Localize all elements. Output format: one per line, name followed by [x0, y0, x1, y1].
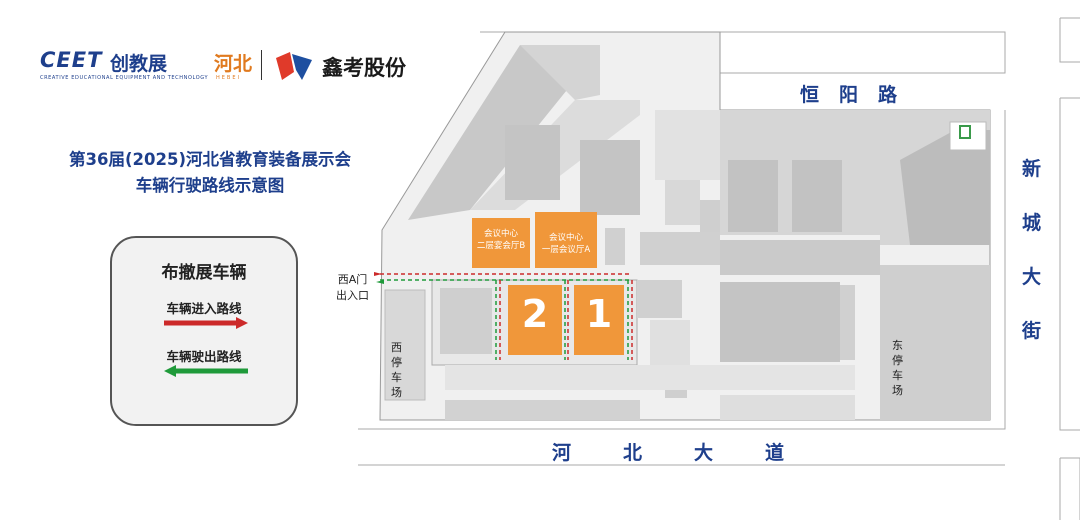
- meeting-b-label: 会议中心 二层宴会厅B: [472, 228, 530, 252]
- meeting-center-a: [535, 212, 597, 268]
- meeting-b-line1: 会议中心: [483, 229, 518, 239]
- building-south-low: [445, 400, 640, 420]
- xinkao-name: 鑫考股份: [322, 56, 406, 80]
- east-parking-label: 东停车场: [892, 339, 903, 397]
- building-nw-top: [520, 45, 600, 100]
- meeting-a-label: 会议中心 一层会议厅A: [535, 232, 597, 256]
- west-parking-label: 西停车场: [391, 341, 402, 399]
- building-small: [605, 228, 625, 265]
- exit-arrow-icon: [164, 365, 248, 377]
- legend-panel: 布撤展车辆 车辆进入路线 车辆驶出路线: [110, 236, 298, 426]
- page-title: 第36届(2025)河北省教育装备展示会: [69, 150, 351, 169]
- brand-divider: [261, 50, 262, 80]
- hebei-subtitle: HEBEI: [216, 75, 241, 81]
- road-xincheng: 新城大街: [1022, 158, 1042, 342]
- gate-arrows-icon: [374, 272, 384, 284]
- building-se-block: [720, 282, 840, 362]
- building-ne-block1: [728, 160, 778, 232]
- street-edge-top: [480, 31, 1006, 74]
- building-ne-block3: [900, 130, 990, 245]
- road-hengyang: 恒阳路: [800, 84, 918, 106]
- hall-1-label: 1: [585, 292, 613, 336]
- east-parking-area: [880, 265, 990, 420]
- meeting-b-line2: 二层宴会厅B: [476, 241, 526, 251]
- brand-bar: CEET 创教展 CREATIVE EDUCATIONAL EQUIPMENT …: [40, 46, 440, 90]
- building-hall-side1: [637, 280, 682, 318]
- meeting-center-b: [472, 218, 530, 268]
- building-se-edge: [840, 285, 855, 360]
- hall-2-label: 2: [521, 292, 549, 336]
- exit-route-vertical: [495, 280, 629, 360]
- west-gate-label: 西A门 出入口: [336, 272, 369, 304]
- building-mid-right: [720, 240, 880, 275]
- building-mid: [640, 232, 720, 265]
- hall-1-block: [574, 285, 624, 355]
- entry-route-vertical: [499, 280, 633, 360]
- street-edge-bottom: [358, 110, 1006, 466]
- hall-2-block: [508, 285, 562, 355]
- legend-exit-label: 车辆驶出路线: [166, 349, 242, 364]
- building-nw-strip: [408, 45, 575, 220]
- road-hebei-avenue: 河北大道: [552, 442, 837, 464]
- building-ne-block2: [792, 160, 842, 232]
- legend-title: 布撤展车辆: [161, 263, 247, 283]
- building-south-low2: [720, 395, 855, 420]
- brand-subtitle: CREATIVE EDUCATIONAL EQUIPMENT AND TECHN…: [40, 75, 209, 81]
- green-logo-icon: [959, 125, 971, 139]
- page-subtitle: 车辆行驶路线示意图: [135, 176, 285, 195]
- legend-entry-label: 车辆进入路线: [166, 301, 242, 316]
- street-edge-right: [1059, 17, 1080, 520]
- entry-arrow-icon: [164, 317, 248, 329]
- meeting-a-line2: 一层会议厅A: [541, 245, 591, 255]
- west-gate-line1: 西A门: [337, 273, 368, 286]
- building-south-strip: [445, 365, 855, 390]
- building-hall-e: [700, 200, 720, 235]
- building-hall-b: [580, 140, 640, 215]
- xinkao-logo-icon: [276, 52, 312, 80]
- west-gate-line2: 出入口: [336, 289, 369, 302]
- meeting-a-line1: 会议中心: [548, 233, 583, 243]
- hebei-logo: 河北: [214, 53, 253, 75]
- building-hall-d: [665, 180, 700, 225]
- building-hall-c: [655, 110, 720, 180]
- hall-3: [440, 288, 492, 354]
- ceet-logo: CEET: [40, 48, 103, 72]
- west-parking-area: [384, 289, 426, 401]
- chuangjiaozhan-logo: 创教展: [110, 53, 168, 75]
- building-hall-a: [505, 125, 560, 200]
